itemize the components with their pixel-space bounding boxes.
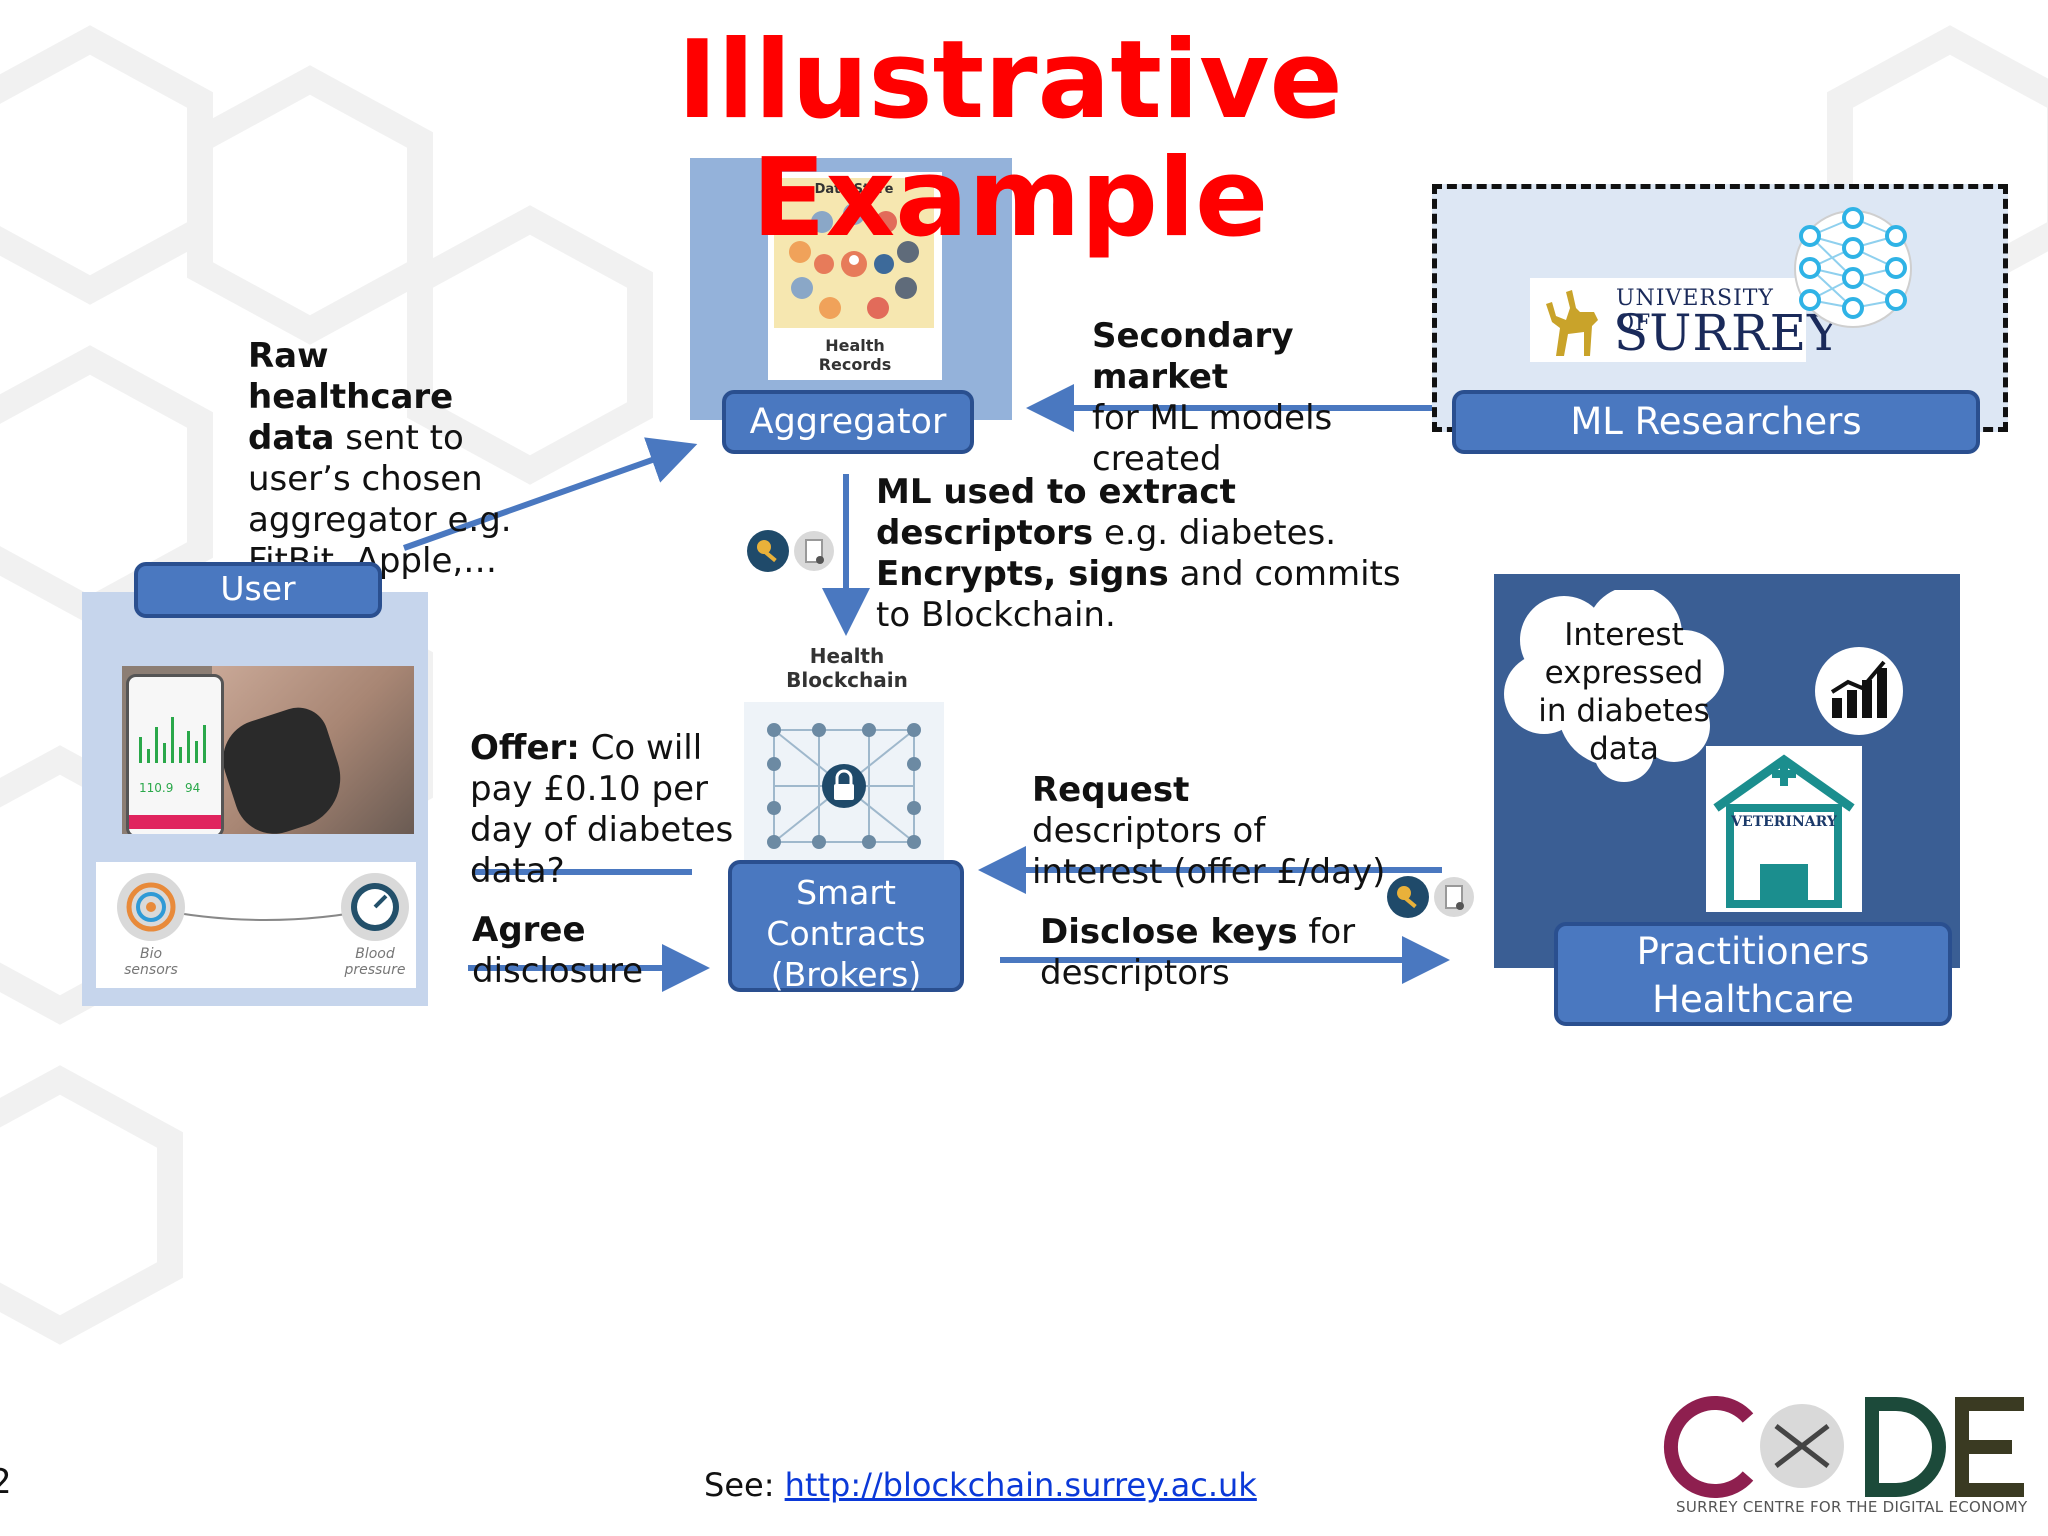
ml-extract-label: ML used to extract descriptors e.g. diab…	[876, 472, 1401, 635]
phone-health-chart-icon	[139, 717, 206, 763]
code-tagline: SURREY CENTRE FOR THE DIGITAL ECONOMY	[1676, 1498, 2028, 1516]
smart-contracts-line-2: Contracts	[766, 914, 926, 953]
analytics-chart-icon	[1815, 647, 1903, 735]
code-logo-mark	[1663, 1396, 2024, 1498]
practitioners-line-1: Practitioners	[1636, 930, 1870, 973]
smart-contracts-line-3: (Brokers)	[770, 955, 922, 994]
key-and-document-icon-2	[1387, 876, 1474, 918]
university-of-surrey-logo: UNIVERSITY OF SURREY	[1530, 278, 1840, 362]
interest-cloud-text: Interest expressed in diabetes data	[1538, 617, 1710, 767]
blockchain-network-icon	[744, 702, 944, 868]
data-store-tile: Data Store	[774, 178, 934, 328]
university-of-text: UNIVERSITY OF	[1616, 286, 1774, 336]
smart-contracts-node[interactable]: Smart Contracts (Brokers)	[728, 860, 964, 994]
stag-icon	[1546, 290, 1598, 356]
veterinary-clinic-icon	[1706, 746, 1862, 912]
veterinary-sign: VETERINARY	[1731, 814, 1837, 830]
raw-data-label: Raw healthcare data sent to user’s chose…	[248, 336, 512, 581]
page-number: 2	[0, 1462, 12, 1502]
practitioners-line-3: providers	[1558, 1024, 1948, 1026]
arrow-user-to-aggregator	[402, 437, 698, 551]
data-store-label: Data Store	[814, 182, 894, 197]
aggregator-label: Aggregator	[749, 402, 947, 442]
phone-reading-1: 110.9	[139, 781, 174, 795]
smart-contracts-line-1: Smart	[796, 873, 896, 912]
disclose-keys-label: Disclose keys for descriptors	[1040, 912, 1356, 993]
agree-label: Agree disclosure	[472, 910, 644, 991]
slide-title: Illustrative Example	[560, 22, 1460, 258]
offer-label: Offer: Co will pay £0.10 per day of diab…	[470, 728, 734, 891]
practitioners-line-2: Healthcare	[1652, 978, 1854, 1021]
request-label: Request descriptors of interest (offer £…	[1032, 770, 1386, 892]
code-logo: SURREY CENTRE FOR THE DIGITAL ECONOMY	[1660, 1390, 2040, 1520]
ml-researchers-label: ML Researchers	[1570, 400, 1862, 443]
phone-tab-bar	[129, 815, 221, 829]
blockchain-surrey-link[interactable]: http://blockchain.surrey.ac.uk	[784, 1466, 1257, 1504]
phone-reading-2: 94	[185, 781, 201, 795]
secondary-market-label: Secondary market for ML models created	[1092, 316, 1333, 479]
smartphone: 110.9 94	[126, 674, 224, 834]
practitioners-node[interactable]: Practitioners Healthcare providers	[1554, 922, 1952, 1026]
health-icons-cluster	[789, 203, 919, 319]
user-node[interactable]: User	[134, 562, 382, 618]
bio-sensor-icon	[117, 873, 185, 941]
footer-reference: See: http://blockchain.surrey.ac.uk	[704, 1466, 1257, 1504]
user-label: User	[220, 569, 296, 608]
surrey-text: SURREY	[1614, 304, 1842, 362]
neural-network-icon	[1794, 207, 1912, 328]
title-line-2: Example	[751, 136, 1269, 261]
footer-prefix: See:	[704, 1466, 775, 1504]
blood-pressure-gauge-icon	[341, 873, 409, 941]
ml-researchers-node[interactable]: ML Researchers	[1452, 390, 1980, 454]
thought-cloud-icon	[1504, 590, 1724, 782]
wearable-photo: 110.9 94	[122, 666, 414, 834]
aggregator-node[interactable]: Aggregator	[722, 390, 974, 454]
title-line-1: Illustrative	[677, 18, 1343, 143]
key-and-document-icon	[747, 530, 834, 572]
